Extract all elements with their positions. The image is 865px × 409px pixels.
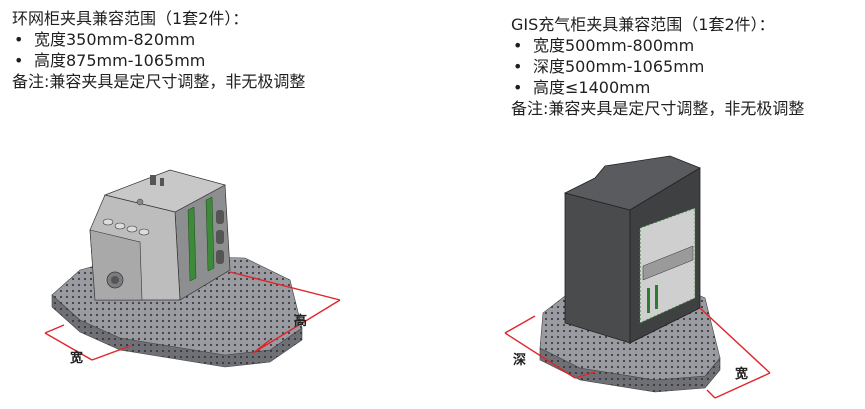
right-depth-label: 深 — [513, 352, 526, 368]
left-dimension-lines — [44, 271, 341, 361]
bullet-icon: • — [513, 36, 523, 55]
left-spec-item-width: • 宽度350mm-820mm — [12, 29, 305, 50]
left-spec-title: 环网柜夹具兼容范围（1套2件）： — [12, 9, 249, 28]
right-spec-depth-text: 深度500mm-1065mm — [533, 57, 705, 76]
gis-cabinet-spec: GIS充气柜夹具兼容范围（1套2件）： • 宽度500mm-800mm • 深度… — [511, 14, 804, 119]
left-height-label: 高 — [294, 313, 307, 329]
right-spec-item-depth: • 深度500mm-1065mm — [511, 56, 804, 77]
right-width-label: 宽 — [734, 366, 748, 382]
left-width-label: 宽 — [69, 350, 83, 366]
right-spec-width-text: 宽度500mm-800mm — [533, 36, 695, 55]
right-dimension-lines — [504, 307, 771, 399]
right-spec-item-width: • 宽度500mm-800mm — [511, 35, 804, 56]
ring-main-unit-spec: 环网柜夹具兼容范围（1套2件）： • 宽度350mm-820mm • 高度875… — [12, 8, 305, 92]
left-spec-width-text: 宽度350mm-820mm — [34, 30, 196, 49]
right-spec-title: GIS充气柜夹具兼容范围（1套2件）： — [511, 15, 775, 34]
right-spec-note: 备注:兼容夹具是定尺寸调整，非无极调整 — [511, 99, 805, 118]
right-spec-list: • 宽度500mm-800mm • 深度500mm-1065mm • 高度≤14… — [511, 35, 804, 98]
gis-cabinet — [563, 155, 701, 344]
bullet-icon: • — [14, 30, 24, 49]
bullet-icon: • — [513, 78, 523, 97]
left-spec-note: 备注:兼容夹具是定尺寸调整，非无极调整 — [12, 72, 306, 91]
left-spec-list: • 宽度350mm-820mm • 高度875mm-1065mm — [12, 29, 305, 71]
ring-main-unit-cabinet — [89, 169, 231, 301]
right-spec-item-height: • 高度≤1400mm — [511, 77, 804, 98]
left-spec-item-height: • 高度875mm-1065mm — [12, 50, 305, 71]
left-spec-height-text: 高度875mm-1065mm — [34, 51, 206, 70]
right-spec-height-text: 高度≤1400mm — [533, 78, 651, 97]
bullet-icon: • — [14, 51, 24, 70]
ring-main-unit-fixture-illustration: 宽 高 — [44, 169, 341, 368]
gis-cabinet-fixture-illustration: 深 宽 — [504, 155, 771, 399]
bullet-icon: • — [513, 57, 523, 76]
